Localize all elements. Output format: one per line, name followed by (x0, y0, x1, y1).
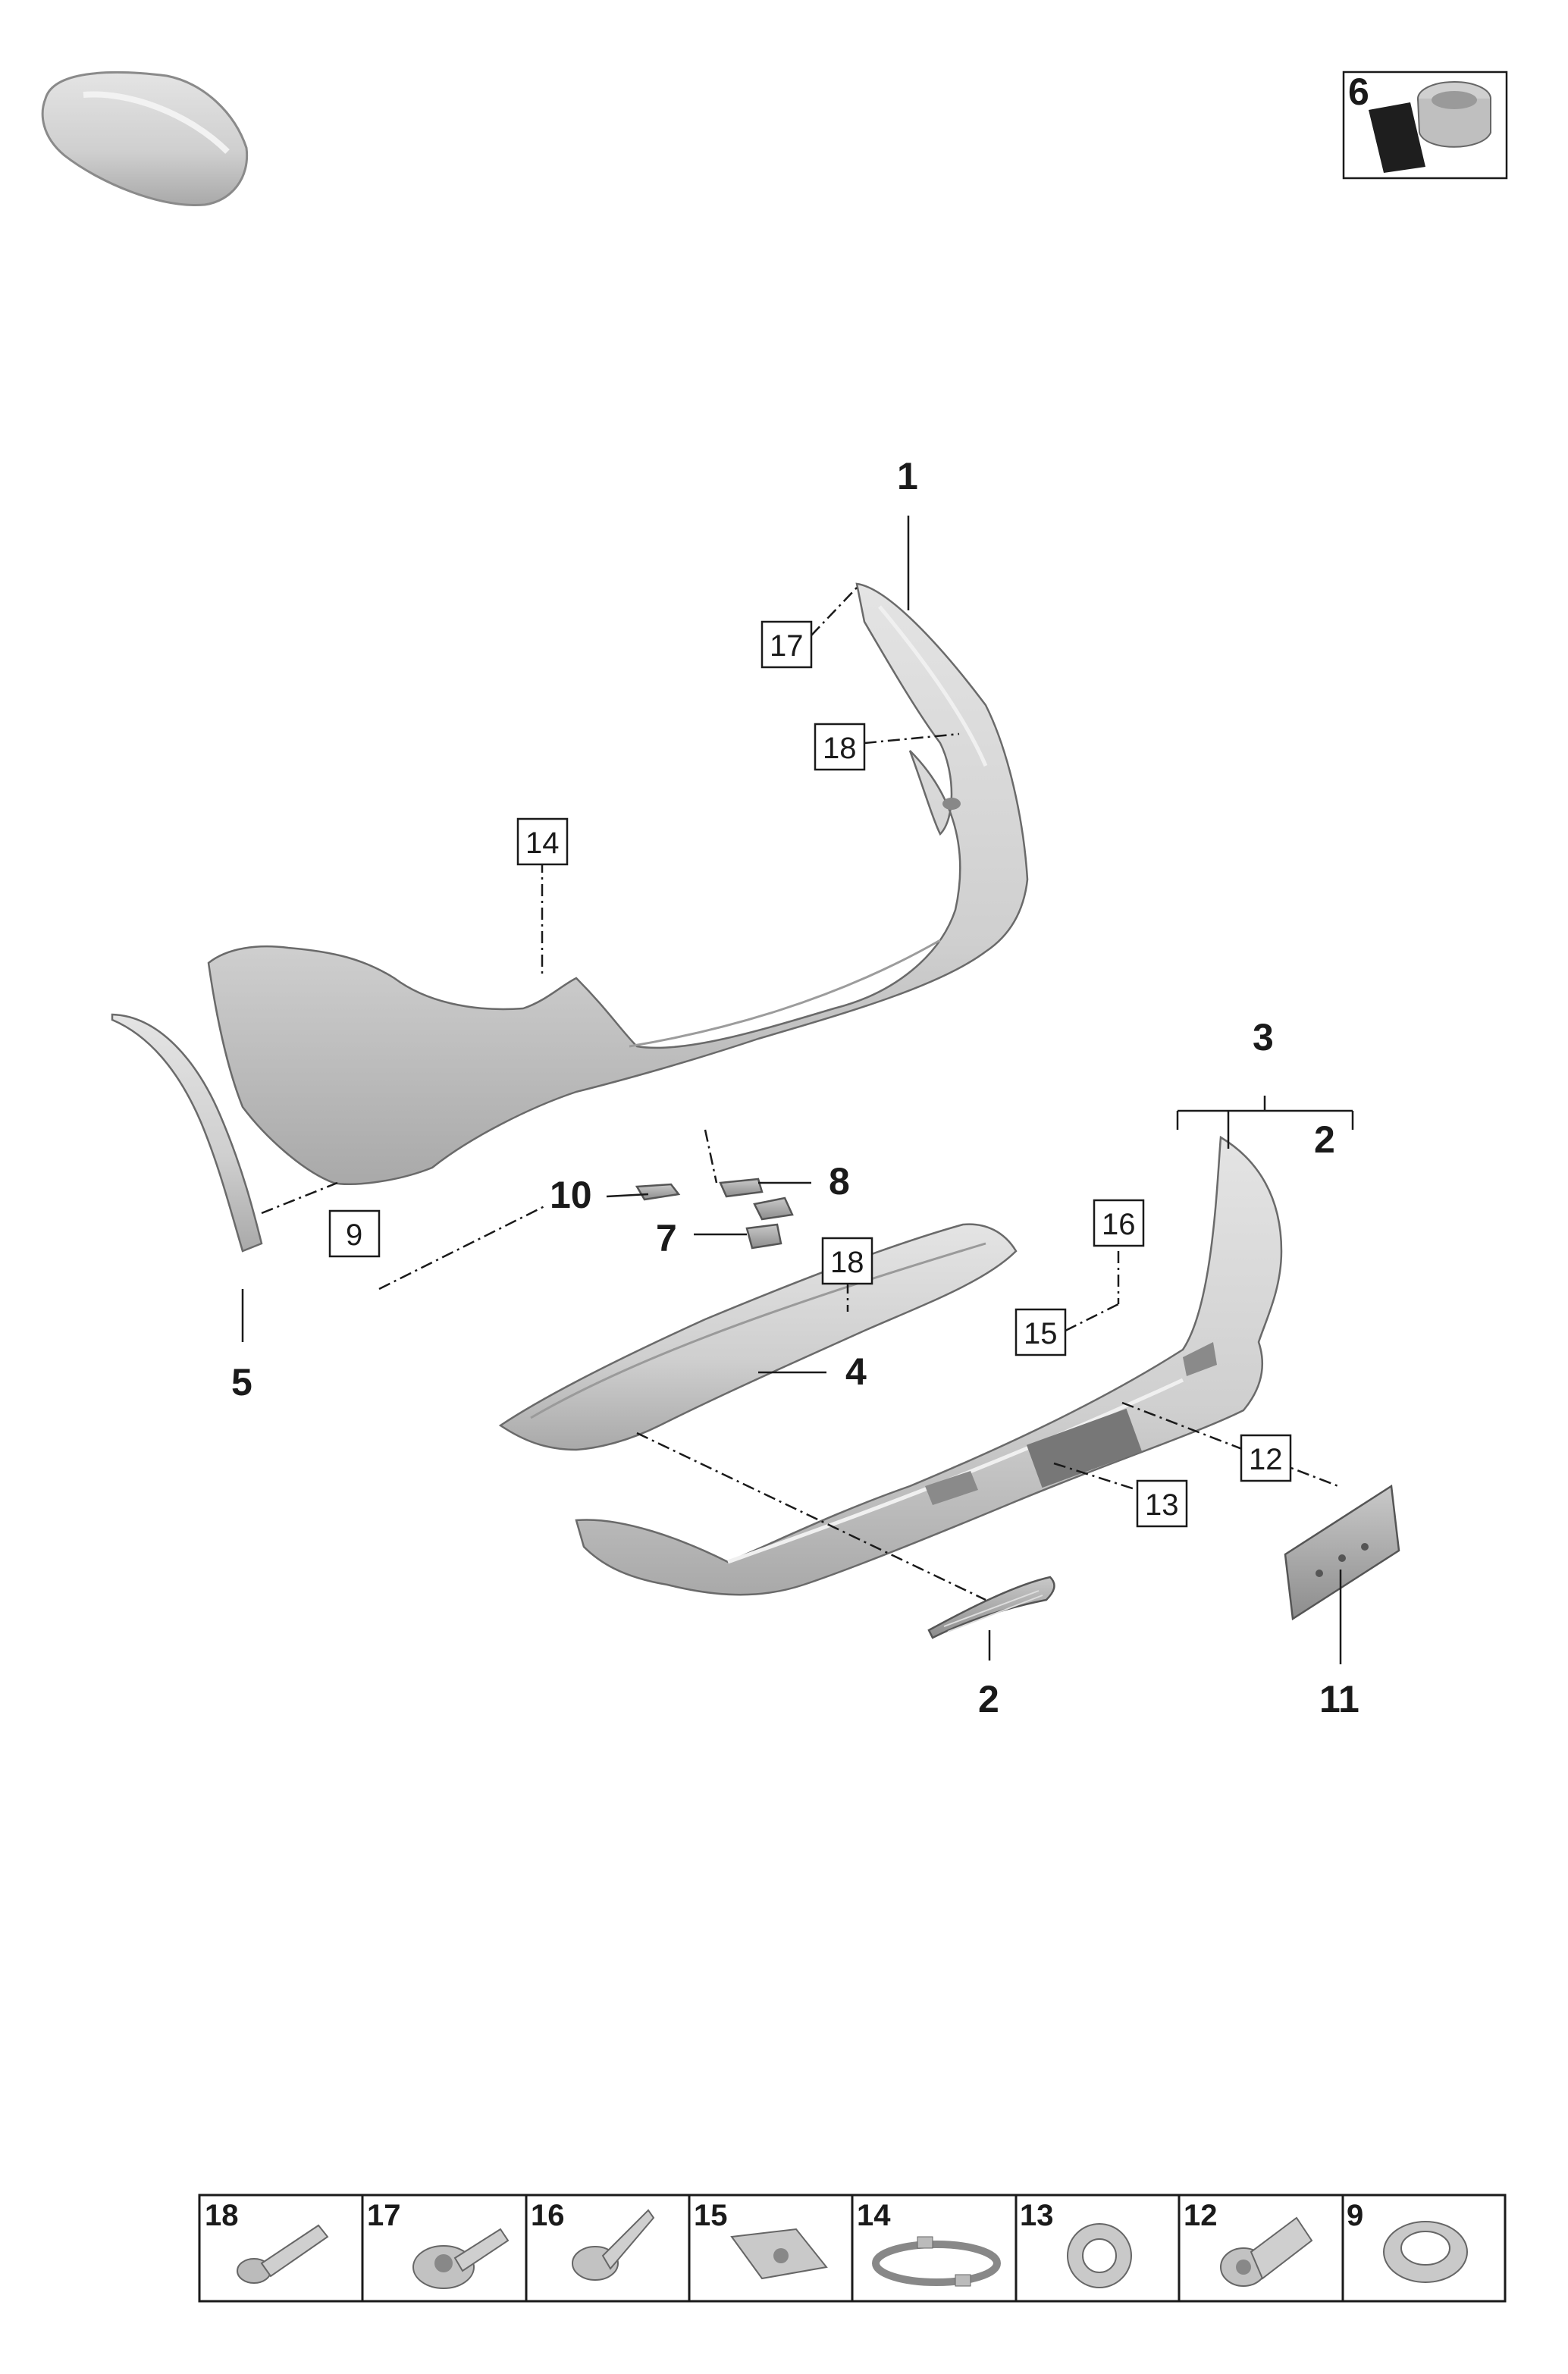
callout-10: 10 (550, 1174, 592, 1216)
retainer-ring-icon (872, 2236, 1001, 2287)
side-trim-strip (111, 1013, 263, 1253)
callout-2-apron: 2 (1314, 1118, 1335, 1161)
hardware-number: 18 (205, 2199, 239, 2232)
hardware-number: 12 (1184, 2199, 1218, 2232)
hardware-number: 15 (694, 2199, 728, 2232)
ref-15: 15 (1024, 1317, 1058, 1350)
hardware-number: 17 (367, 2199, 401, 2232)
ref-18-panel: 18 (830, 1246, 864, 1279)
callout-11: 11 (1319, 1678, 1359, 1720)
expansion-nut-icon (1220, 2216, 1313, 2287)
screw-icon (412, 2228, 510, 2289)
ref-14: 14 (525, 826, 560, 860)
bracket-8 (719, 1178, 764, 1198)
hardware-cell-18: 18 (205, 2199, 329, 2284)
ref-17: 17 (770, 629, 804, 663)
ref-9: 9 (346, 1218, 362, 1252)
hardware-cell-15: 15 (694, 2199, 828, 2280)
part-6-box: 6 (1342, 71, 1508, 180)
rear-apron (575, 1135, 1283, 1596)
hardware-number: 14 (857, 2199, 891, 2232)
hardware-number: 13 (1020, 2199, 1054, 2232)
callout-2-grille: 2 (978, 1678, 999, 1720)
callout-3: 3 (1253, 1016, 1274, 1058)
leader-lines (241, 516, 1354, 1664)
boxed-refs: 17 18 14 9 18 16 15 12 13 (328, 620, 1292, 1528)
bolt-icon (237, 2224, 329, 2284)
car-model-icon (41, 71, 249, 206)
dash-dot-lines (261, 587, 1339, 1601)
ref-13: 13 (1145, 1488, 1179, 1522)
hardware-cell-9: 9 (1347, 2199, 1468, 2283)
callout-7: 7 (656, 1217, 677, 1259)
callout-1: 1 (897, 455, 918, 497)
ref-18-top: 18 (823, 732, 857, 765)
callout-6: 6 (1348, 71, 1369, 113)
hardware-cell-13: 13 (1020, 2199, 1132, 2288)
grille-insert-lower (927, 1576, 1055, 1639)
hardware-strip: 18 17 16 15 (198, 2194, 1507, 2303)
hardware-cell-17: 17 (367, 2199, 510, 2289)
rear-bumper-cover (207, 582, 1029, 1186)
ref-16: 16 (1102, 1208, 1136, 1241)
callout-8: 8 (829, 1160, 850, 1203)
clip-nut-icon (730, 2228, 828, 2280)
clip-ring-icon (1067, 2223, 1132, 2288)
hardware-cell-12: 12 (1184, 2199, 1313, 2287)
license-plate-bracket (1284, 1484, 1400, 1621)
bracket-7 (745, 1196, 794, 1250)
screw-icon (572, 2209, 655, 2281)
grommet-icon (1383, 2221, 1468, 2283)
ref-12: 12 (1249, 1443, 1283, 1476)
callout-labels: 1 3 2 8 10 7 4 5 2 11 (231, 455, 1359, 1720)
hardware-number: 16 (531, 2199, 565, 2232)
hardware-cell-14: 14 (857, 2199, 1001, 2287)
bracket-10 (635, 1183, 681, 1201)
hardware-number: 9 (1347, 2199, 1363, 2232)
callout-4: 4 (845, 1350, 867, 1393)
callout-5: 5 (231, 1361, 252, 1403)
underbody-panel (498, 1223, 1018, 1451)
hardware-cell-16: 16 (531, 2199, 655, 2281)
